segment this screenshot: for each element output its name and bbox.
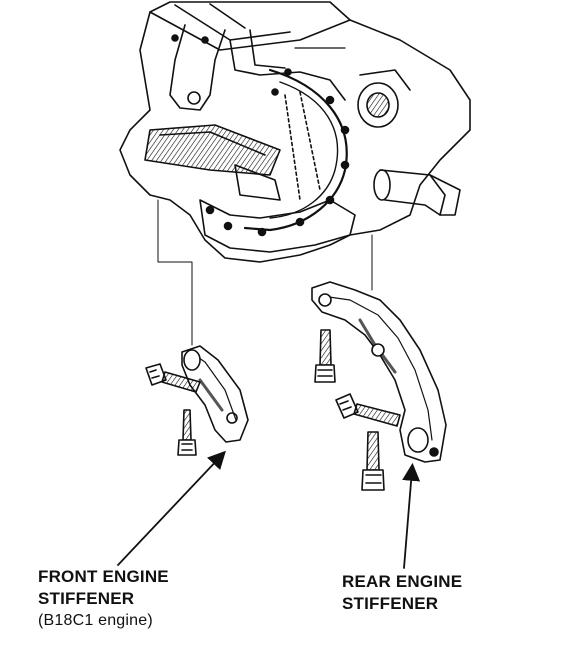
front-engine-stiffener-label: FRONT ENGINE STIFFENER (B18C1 engine) xyxy=(38,566,169,632)
front-label-line2: STIFFENER xyxy=(38,589,135,608)
front-label-note: (B18C1 engine) xyxy=(38,612,153,629)
front-stiffener-bolt-horizontal xyxy=(145,363,201,393)
rear-stiffener-bolt-top xyxy=(314,329,336,383)
rear-stiffener-bolt-bottom xyxy=(361,431,385,491)
front-callout-arrow xyxy=(117,450,226,566)
engine-block xyxy=(119,1,471,263)
rear-label-line2: STIFFENER xyxy=(342,594,439,613)
front-engine-stiffener xyxy=(181,345,249,443)
alignment-leaders xyxy=(157,199,373,346)
front-stiffener-bolt-vertical xyxy=(177,409,197,456)
front-label-line1: FRONT ENGINE xyxy=(38,567,169,586)
rear-engine-stiffener xyxy=(311,281,447,463)
rear-stiffener-bolt-horizontal xyxy=(335,393,401,427)
rear-label-line1: REAR ENGINE xyxy=(342,572,463,591)
rear-callout-arrow xyxy=(402,462,421,569)
rear-engine-stiffener-label: REAR ENGINE STIFFENER xyxy=(342,571,462,615)
